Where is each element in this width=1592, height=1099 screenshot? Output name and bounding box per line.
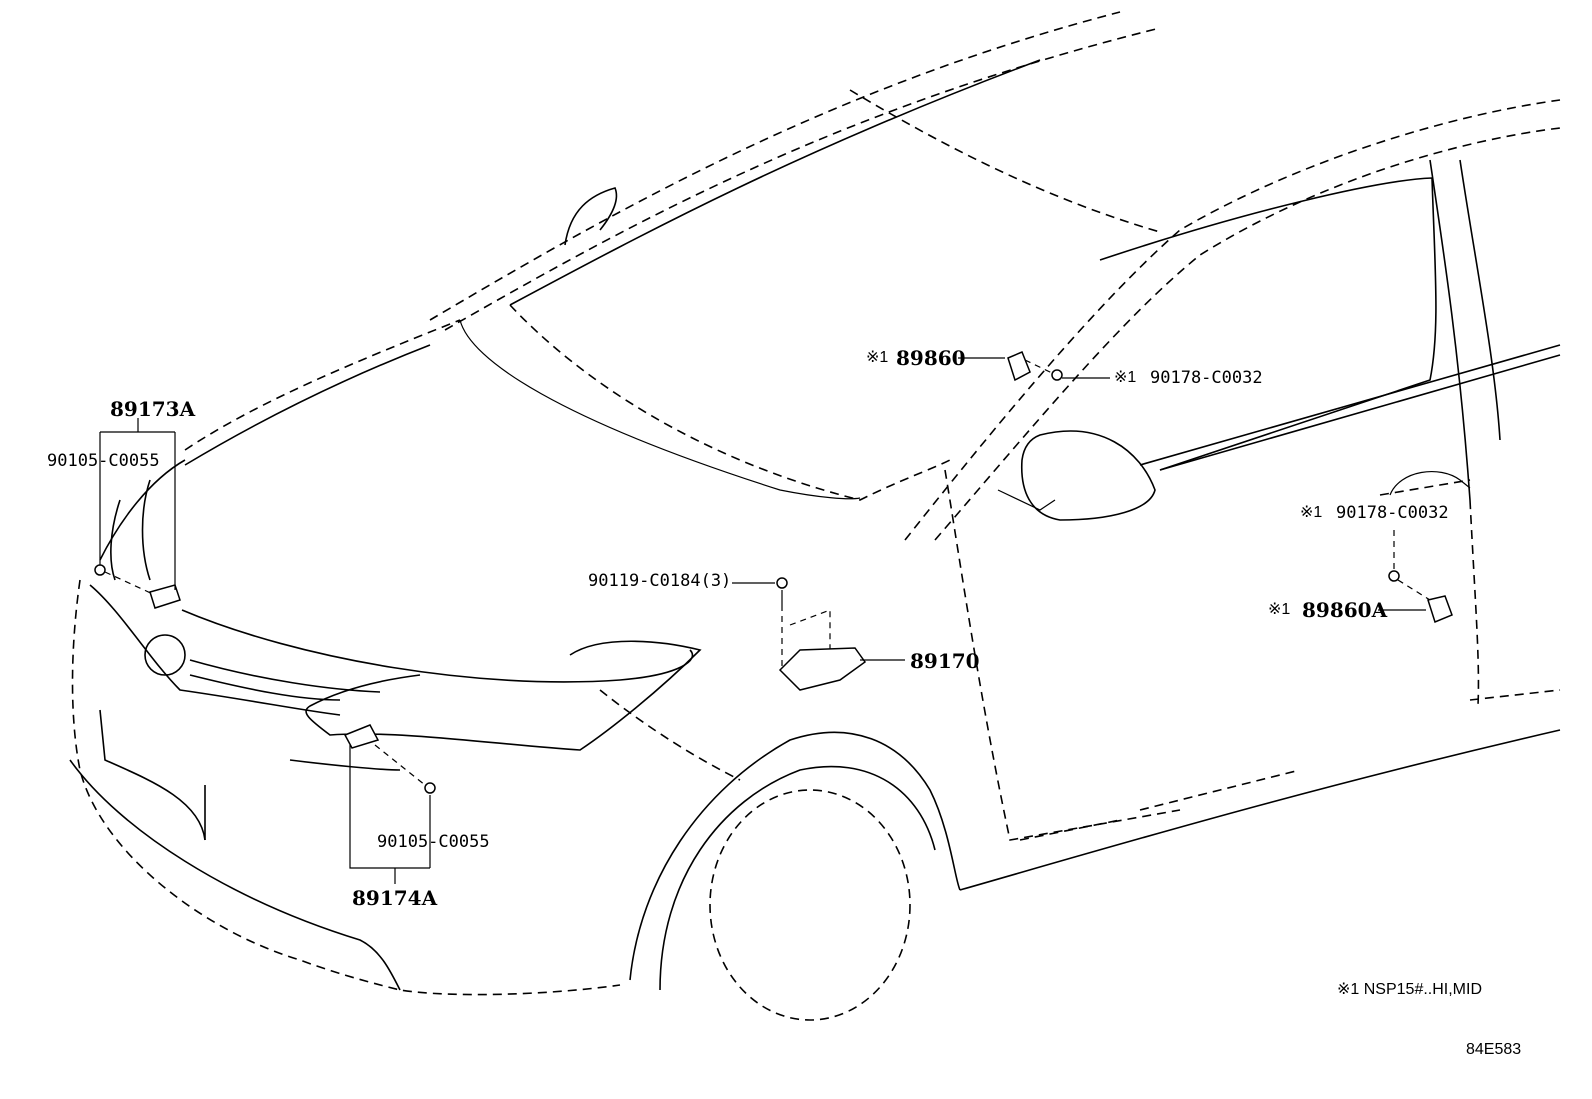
label-89170: 89170 — [910, 649, 980, 673]
bolt-90119 — [776, 577, 788, 589]
front-bumper — [71, 579, 621, 996]
diagram-id: 84E583 — [1466, 1041, 1522, 1058]
hood-edge — [184, 319, 461, 451]
label-89860: 89860 — [896, 346, 966, 370]
front-wheel — [709, 789, 911, 1021]
label-90119: 90119-C0184(3) — [588, 571, 732, 591]
label-90178-right-mark: ※1 — [1300, 504, 1323, 521]
roof-edge-line — [429, 11, 1121, 321]
footnote: ※1 NSP15#..HI,MID — [1337, 981, 1483, 998]
a-pillar-line — [904, 99, 1561, 541]
nut-90178-right — [1388, 570, 1400, 582]
door-handle — [1389, 471, 1471, 496]
label-89860A-mark: ※1 — [1268, 601, 1291, 618]
sensor-89173A — [149, 584, 181, 609]
label-90178-right: 90178-C0032 — [1336, 503, 1449, 523]
fog-lamp — [144, 634, 186, 676]
sensor-89170 — [778, 647, 867, 691]
label-90105-bottom: 90105-C0055 — [377, 832, 490, 852]
sensor-89860 — [1007, 351, 1031, 382]
nut-90178-top — [1051, 369, 1063, 381]
windshield-top-line — [849, 89, 1161, 233]
sensor-89860A — [1427, 595, 1453, 624]
label-89860A: 89860A — [1302, 598, 1388, 622]
label-90178-top-mark: ※1 — [1114, 369, 1137, 386]
label-90105-left: 90105-C0055 — [47, 451, 160, 471]
side-mirror — [1020, 430, 1156, 521]
label-89173A: 89173A — [110, 397, 196, 421]
label-89174A: 89174A — [352, 886, 438, 910]
bolt-90105-left — [94, 564, 106, 576]
sensor-89174A — [343, 724, 380, 749]
bolt-90105-bottom — [424, 782, 436, 794]
label-89860-mark: ※1 — [866, 349, 889, 366]
label-90178-top: 90178-C0032 — [1150, 368, 1263, 388]
